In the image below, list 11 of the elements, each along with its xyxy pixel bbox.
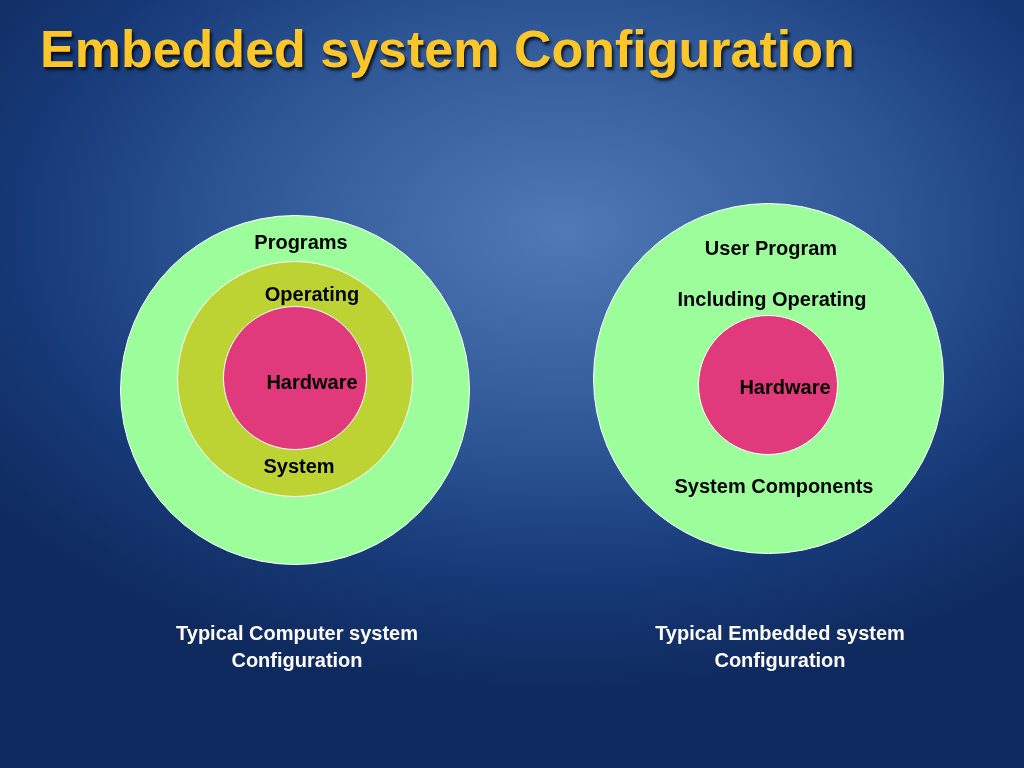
circle-label: Programs bbox=[254, 230, 348, 254]
circle-label: Including Operating bbox=[677, 287, 867, 311]
caption-text: Typical Computer system Configuration bbox=[175, 621, 419, 673]
circle-label: Hardware bbox=[739, 375, 831, 399]
circle-label: System Components bbox=[674, 474, 874, 498]
circle-label: System bbox=[263, 454, 335, 478]
circle-label: Hardware bbox=[266, 370, 358, 394]
caption-text: Typical Embedded system Configuration bbox=[654, 621, 906, 673]
slide-title: Embedded system Configuration bbox=[40, 19, 855, 80]
circle-label: Operating bbox=[264, 282, 360, 306]
circle-label: User Program bbox=[704, 236, 838, 260]
